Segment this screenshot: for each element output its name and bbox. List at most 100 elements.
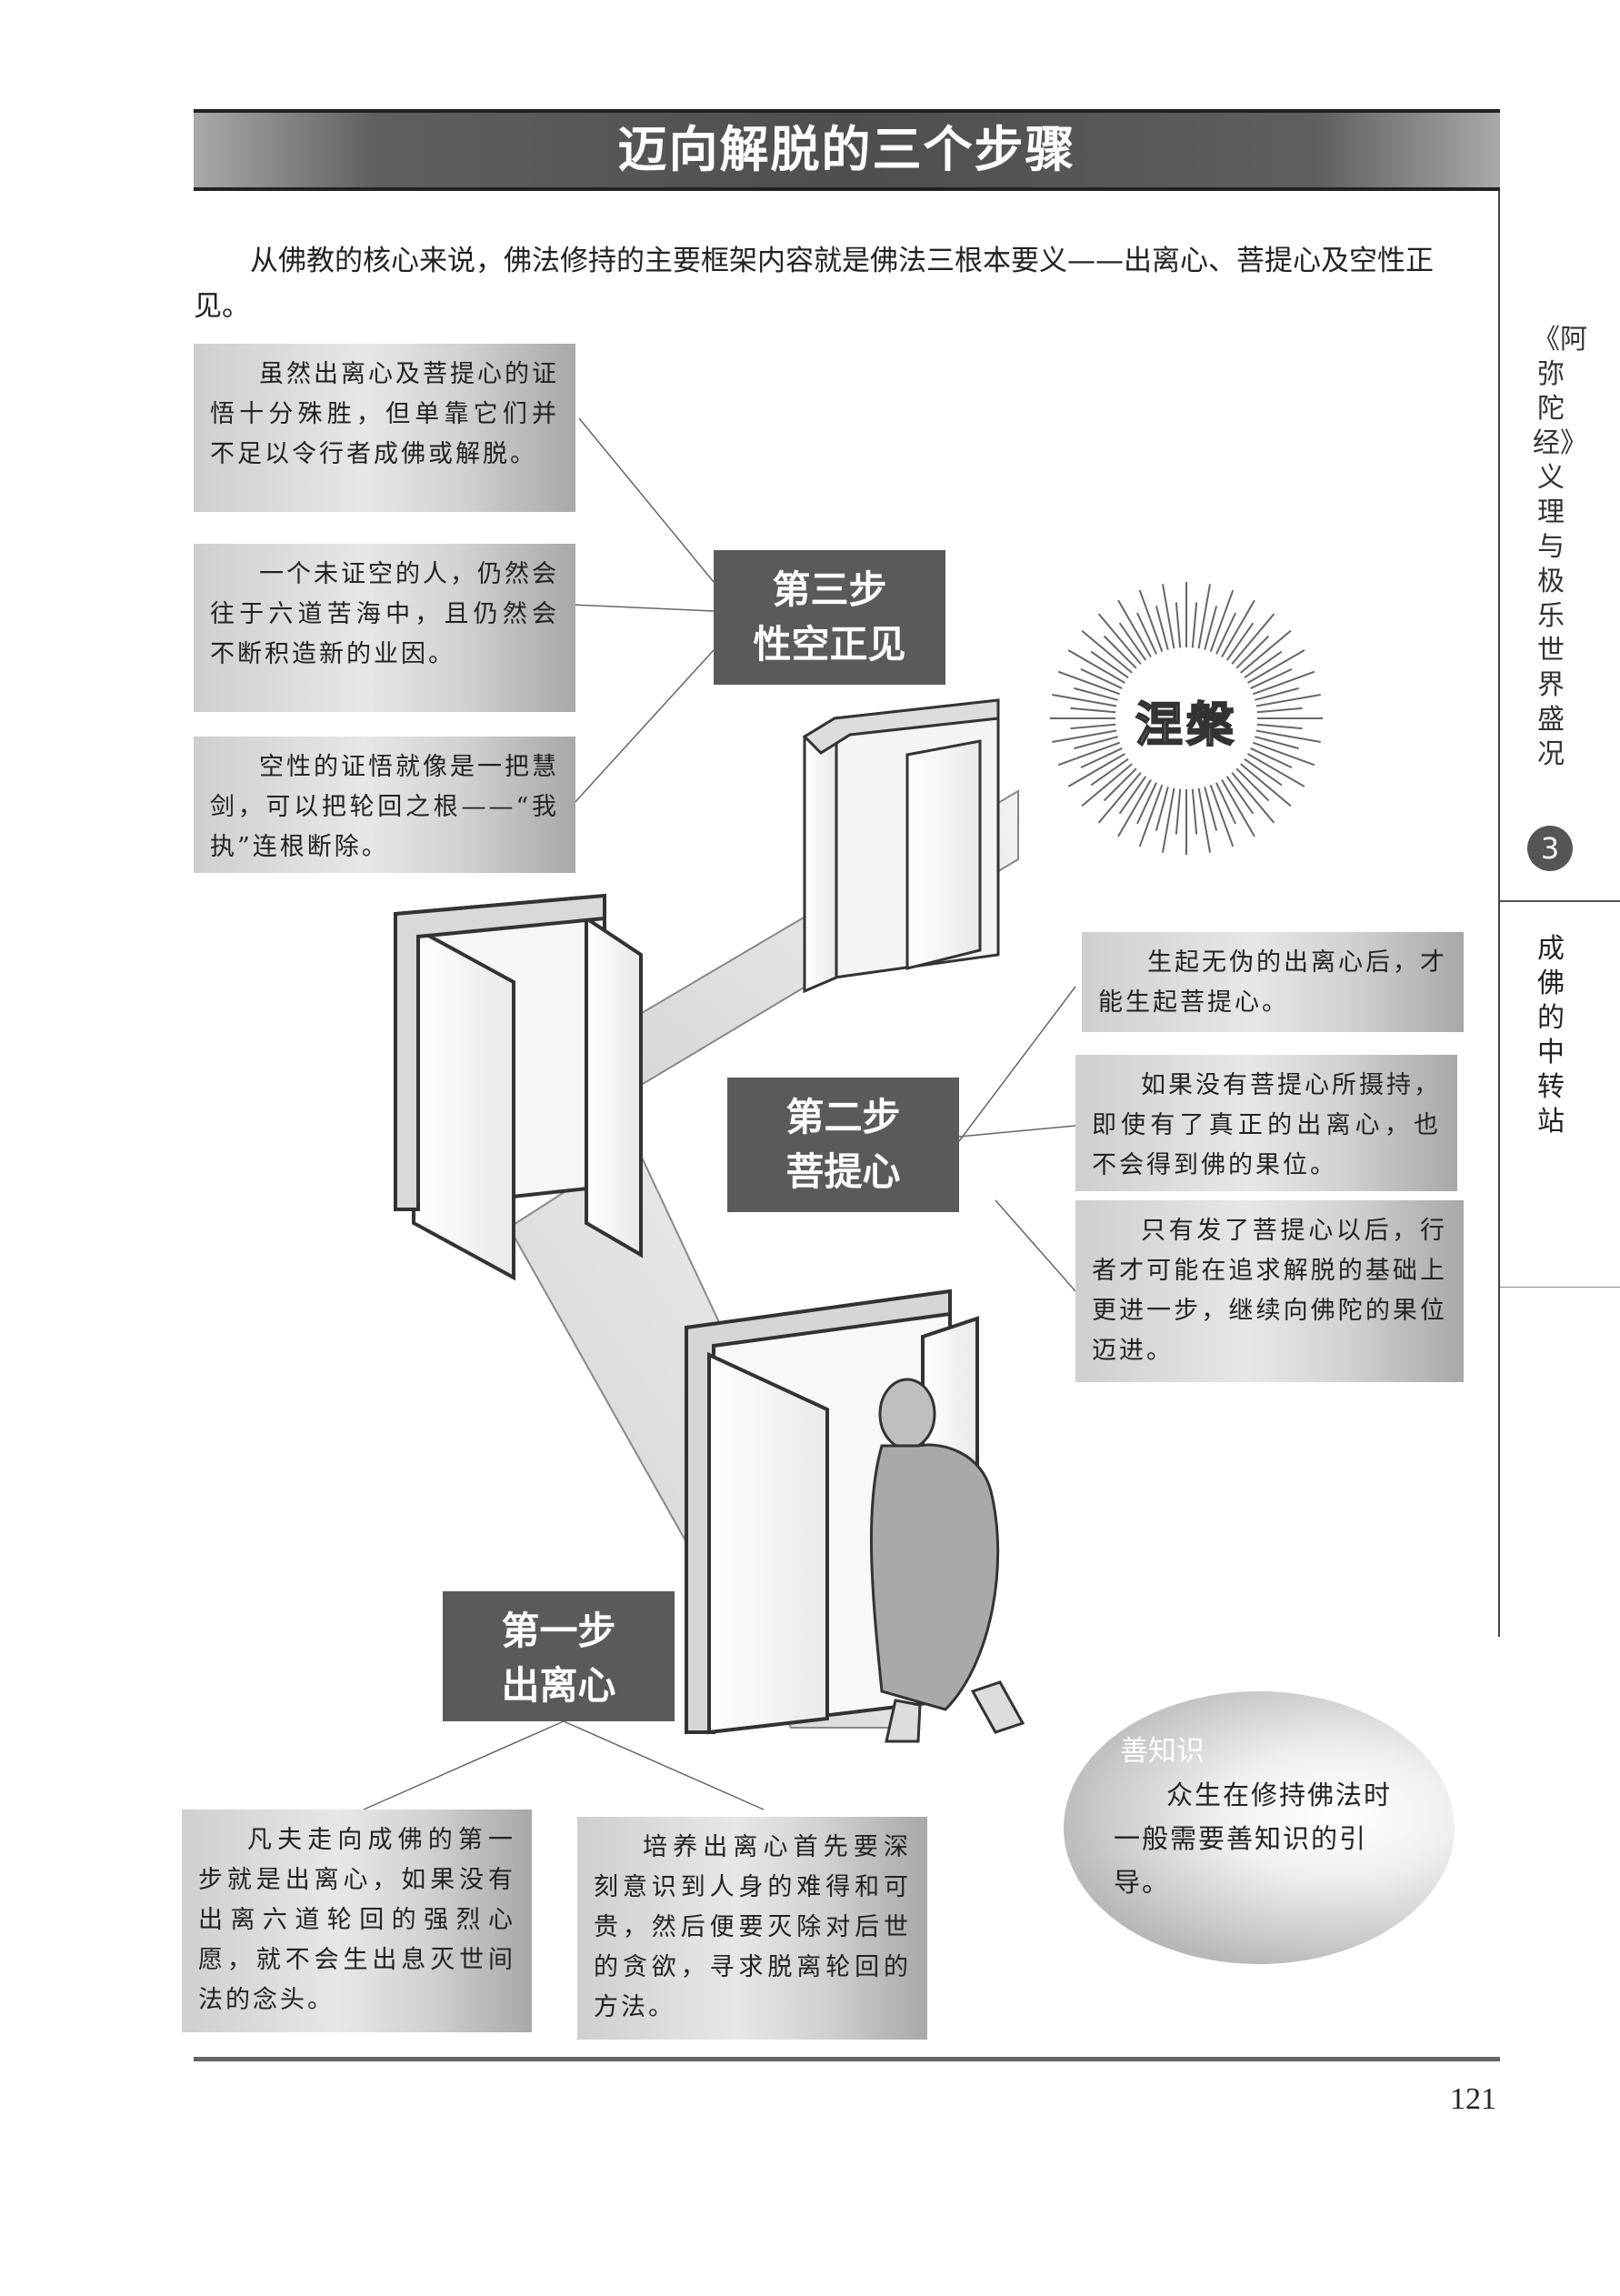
sun-ray bbox=[1074, 687, 1118, 701]
sun-ray bbox=[1103, 635, 1137, 669]
sun-ray bbox=[1191, 602, 1198, 648]
intro-paragraph: 从佛教的核心来说，佛法修持的主要框架内容就是佛法三根本要义——出离心、菩提心及空… bbox=[194, 245, 1434, 323]
sun-ray bbox=[1070, 723, 1116, 730]
sun-ray bbox=[1256, 707, 1303, 714]
sun-ray bbox=[1090, 757, 1129, 787]
page-right-border bbox=[1498, 191, 1500, 1637]
sun-ray bbox=[1250, 667, 1293, 689]
page-title: 迈向解脱的三个步骤 bbox=[617, 121, 1076, 178]
sun-ray bbox=[1161, 787, 1175, 853]
step2-label-box: 第二步 菩提心 bbox=[727, 1078, 959, 1212]
step3-label-box: 第三步 性空正见 bbox=[714, 550, 945, 685]
sun-ray bbox=[1118, 622, 1147, 661]
sun-ray bbox=[1252, 741, 1315, 767]
sun-ray bbox=[1090, 650, 1129, 679]
sun-ray bbox=[1052, 729, 1117, 744]
step1-note-1: 凡夫走向成佛的第一步就是出离心，如果没有出离六道轮回的强烈心愿，就不会生出息灭世… bbox=[182, 1810, 532, 2032]
title-banner: 迈向解脱的三个步骤 bbox=[194, 109, 1500, 191]
sun-ray bbox=[1155, 606, 1169, 650]
sun-ray bbox=[1135, 612, 1157, 655]
step2-note-2: 如果没有菩提心所摄持，即使有了真正的出离心，也不会得到佛的果位。 bbox=[1075, 1055, 1457, 1191]
sun-ray bbox=[1097, 772, 1142, 824]
step3-note-3: 空性的证悟就像是一把慧剑，可以把轮回之根——“我执”连根断除。 bbox=[194, 737, 575, 873]
sun-ray bbox=[1080, 747, 1123, 769]
chapter-number-badge: 3 bbox=[1527, 826, 1573, 871]
sun-ray bbox=[1231, 613, 1275, 665]
sun-ray bbox=[1081, 763, 1133, 807]
sun-ray bbox=[1247, 649, 1305, 684]
sun-ray bbox=[1215, 612, 1237, 655]
sun-ray bbox=[1244, 757, 1283, 787]
step2-subtitle: 菩提心 bbox=[785, 1149, 901, 1194]
sun-ray bbox=[1103, 767, 1137, 802]
sun-ray bbox=[1240, 763, 1292, 807]
sun-ray bbox=[1231, 772, 1275, 824]
step2-note-3: 只有发了菩提心以后，行者才可能在追求解脱的基础上更进一步，继续向佛陀的果位迈进。 bbox=[1075, 1200, 1464, 1382]
sun-ray bbox=[1215, 782, 1237, 825]
step1-connectors bbox=[363, 1720, 765, 1810]
monk-figure bbox=[869, 1378, 1025, 1743]
step1-note-2: 培养出离心首先要深刻意识到人身的难得和可贵，然后便要灭除对后世的贪欲，寻求脱离轮… bbox=[577, 1817, 927, 2040]
sun-ray bbox=[1255, 729, 1321, 744]
sun-ray bbox=[1081, 629, 1133, 674]
sun-ray bbox=[1209, 589, 1235, 653]
sun-ray bbox=[1057, 670, 1121, 696]
sun-ray bbox=[1256, 723, 1303, 730]
nirvana-label: 涅槃 bbox=[1135, 697, 1237, 754]
door-third bbox=[802, 698, 1000, 994]
step3-title: 第三步 bbox=[772, 567, 887, 612]
step2-connectors bbox=[958, 986, 1076, 1292]
sun-ray bbox=[1221, 779, 1255, 837]
sidebar-oval bbox=[1064, 1691, 1455, 1964]
sun-ray bbox=[1240, 629, 1292, 674]
sun-ray bbox=[1155, 787, 1169, 831]
page-number: 121 bbox=[1450, 2082, 1496, 2116]
sun-ray bbox=[1080, 667, 1123, 689]
sun-ray bbox=[1197, 787, 1212, 853]
sun-ray bbox=[1097, 613, 1142, 665]
sun-ray bbox=[1135, 782, 1157, 825]
sun-ray bbox=[1052, 693, 1117, 707]
bottom-rule bbox=[194, 2057, 1500, 2061]
sun-ray bbox=[1255, 693, 1321, 707]
door-second bbox=[394, 893, 643, 1281]
sun-ray bbox=[1204, 787, 1218, 831]
sun-ray bbox=[1255, 736, 1299, 750]
sun-ray bbox=[1197, 584, 1212, 649]
step3-note-1: 虽然出离心及菩提心的证悟十分殊胜，但单靠它们并不足以令行者成佛或解脱。 bbox=[194, 344, 575, 512]
sun-ray bbox=[1221, 599, 1255, 657]
sun-ray bbox=[1057, 741, 1121, 767]
sun-ray bbox=[1244, 650, 1283, 679]
step1-label-box: 第一步 出离心 bbox=[443, 1591, 675, 1721]
step3-connectors bbox=[572, 417, 715, 806]
tab-rule-bottom bbox=[1500, 1287, 1620, 1288]
step1-title: 第一步 bbox=[501, 1609, 616, 1653]
sun-ray bbox=[1117, 599, 1152, 657]
step3-note-2: 一个未证空的人，仍然会往于六道苦海中，且仍然会不断积造新的业因。 bbox=[194, 544, 575, 712]
sun-ray bbox=[1209, 784, 1235, 847]
book-title-vertical: 《阿弥陀经》义理与极乐世界盛况 bbox=[1533, 324, 1587, 770]
sun-ray bbox=[1204, 606, 1218, 650]
sun-ray bbox=[1175, 788, 1182, 835]
sun-ray bbox=[1252, 670, 1315, 696]
sun-ray bbox=[1225, 622, 1255, 661]
sun-ray bbox=[1225, 776, 1255, 815]
sun-ray bbox=[1138, 784, 1164, 847]
chapter-title-vertical: 成佛的中转站 bbox=[1537, 933, 1565, 1138]
sun-ray bbox=[1070, 707, 1116, 714]
sun-ray bbox=[1138, 589, 1164, 653]
sidebar-title: 善知识 bbox=[1120, 1735, 1205, 1768]
sun-ray bbox=[1067, 649, 1125, 684]
sun-ray bbox=[1074, 736, 1118, 750]
sun-ray bbox=[1247, 753, 1305, 787]
sun-ray bbox=[1250, 747, 1293, 769]
sun-ray bbox=[1235, 767, 1270, 802]
step2-note-1: 生起无伪的出离心后，才能生起菩提心。 bbox=[1082, 932, 1464, 1032]
sun-ray bbox=[1117, 779, 1152, 837]
sun-ray bbox=[1255, 687, 1299, 701]
nirvana-sun bbox=[1050, 582, 1323, 855]
step1-subtitle: 出离心 bbox=[501, 1663, 616, 1708]
tab-rule-top bbox=[1500, 900, 1620, 902]
sun-ray bbox=[1118, 776, 1147, 815]
